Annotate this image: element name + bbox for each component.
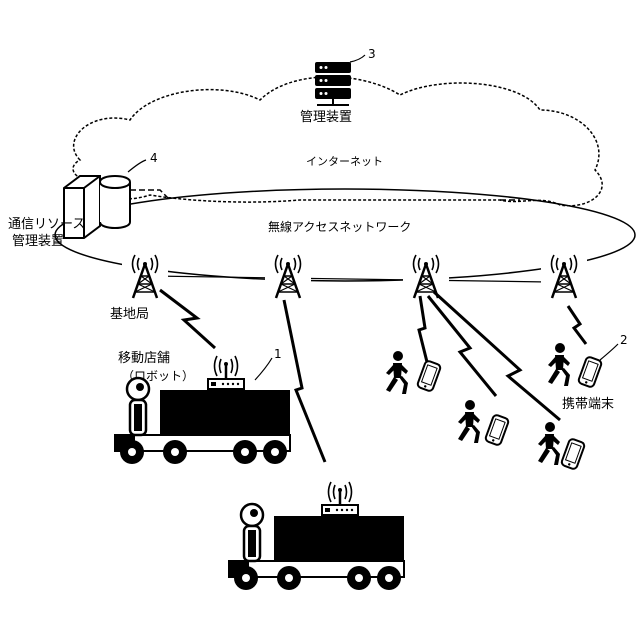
walking-person-icon xyxy=(538,422,560,465)
store-label-line1: 移動店舗 xyxy=(118,351,170,366)
terminal-label: 携帯端末 xyxy=(562,396,614,412)
server-ref-leader xyxy=(350,55,365,62)
mobile-phone-icon xyxy=(578,356,603,388)
robot-truck-icon xyxy=(229,504,404,590)
wireless-link-icon xyxy=(428,296,496,396)
terminal-ref-leader xyxy=(600,344,618,360)
server-label: 管理装置 xyxy=(300,110,352,125)
antenna-tower-icon xyxy=(541,255,587,300)
store-ref-number: 1 xyxy=(274,347,282,361)
antenna-tower-icon xyxy=(122,255,168,300)
robot-truck-icon xyxy=(115,378,290,464)
antenna-tower-icon xyxy=(265,255,311,300)
store-ref-leader xyxy=(255,358,272,380)
server-ref-number: 3 xyxy=(368,47,376,61)
antenna-tower-icon xyxy=(403,255,449,300)
wireless-network-label: 無線アクセスネットワーク xyxy=(268,219,411,234)
walking-person-icon xyxy=(386,351,408,394)
server-rack-icon xyxy=(315,62,351,105)
router-icon xyxy=(322,482,358,515)
resource-label-line1: 通信リソース xyxy=(8,217,85,232)
mobile-phone-icon xyxy=(417,360,442,392)
internet-label: インターネット xyxy=(306,155,383,168)
walking-person-icon xyxy=(458,400,480,443)
mobile-phone-icon xyxy=(561,438,586,470)
resource-ref-leader xyxy=(128,160,146,172)
wireless-link-icon xyxy=(160,290,215,348)
wireless-link-icon xyxy=(434,292,560,420)
terminal-ref-number: 2 xyxy=(620,333,628,347)
walking-person-icon xyxy=(548,343,570,386)
wireless-link-icon xyxy=(419,296,427,362)
mobile-phone-icon xyxy=(485,414,510,446)
base-station-label: 基地局 xyxy=(110,307,149,322)
resource-label-line2: 管理装置 xyxy=(12,234,64,249)
resource-ref-number: 4 xyxy=(150,151,158,165)
wireless-link-icon xyxy=(568,306,586,344)
router-icon xyxy=(208,356,244,389)
